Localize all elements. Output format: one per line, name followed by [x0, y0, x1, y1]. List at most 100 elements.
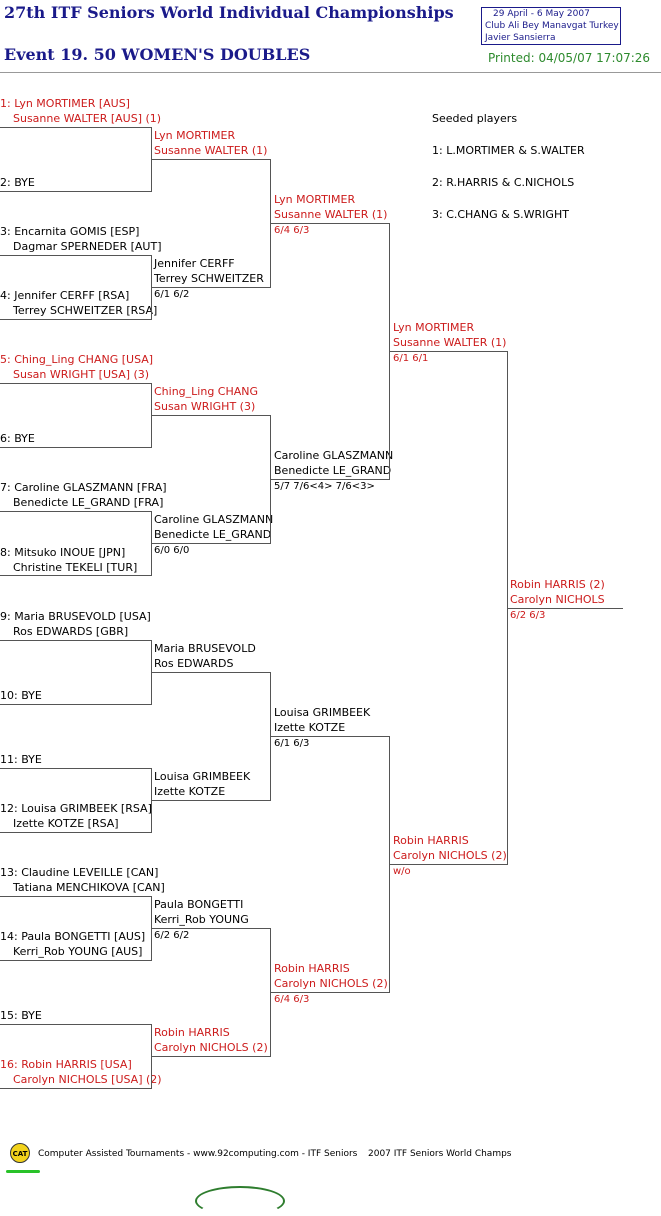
- round2-player: Maria BRUSEVOLD: [154, 642, 256, 655]
- tournament-title: 27th ITF Seniors World Individual Champi…: [4, 3, 454, 22]
- round3-score: 6/1 6/3: [274, 738, 310, 749]
- round2-player: Caroline GLASZMANN: [154, 513, 274, 526]
- bracket-line: [151, 640, 152, 705]
- bracket-line: [0, 447, 152, 448]
- bracket-line: [0, 960, 152, 961]
- round3-score: 6/4 6/3: [274, 225, 310, 236]
- round2-partner: Ros EDWARDS: [154, 657, 234, 670]
- semifinal-partner: Carolyn NICHOLS (2): [393, 849, 507, 862]
- semifinal-player: Lyn MORTIMER: [393, 321, 475, 334]
- draw-entry-player: 7: Caroline GLASZMANN [FRA]: [0, 481, 167, 494]
- winner-player: Robin HARRIS (2): [510, 578, 605, 591]
- draw-entry-partner: Benedicte LE_GRAND [FRA]: [13, 496, 164, 509]
- round3-player: Robin HARRIS: [274, 962, 350, 975]
- bracket-line: [152, 415, 271, 416]
- bracket-line: [151, 1024, 152, 1089]
- round3-player: Lyn MORTIMER: [274, 193, 356, 206]
- final-score: 6/2 6/3: [510, 610, 546, 621]
- semifinal-player: Robin HARRIS: [393, 834, 469, 847]
- draw-entry-player: 3: Encarnita GOMIS [ESP]: [0, 225, 140, 238]
- round2-player: Louisa GRIMBEEK: [154, 770, 251, 783]
- bracket-line: [271, 479, 390, 480]
- bracket-line: [0, 704, 152, 705]
- event-referee: Javier Sansierra: [485, 33, 556, 43]
- bracket-line: [0, 383, 152, 384]
- bracket-line: [152, 287, 271, 288]
- draw-entry-player: 16: Robin HARRIS [USA]: [0, 1058, 132, 1071]
- footer-event: 2007 ITF Seniors World Champs: [368, 1149, 512, 1159]
- draw-entry-player: 14: Paula BONGETTI [AUS]: [0, 930, 146, 943]
- draw-entry-player: 10: BYE: [0, 689, 42, 702]
- round2-score: 6/2 6/2: [154, 930, 190, 941]
- bracket-line: [390, 864, 508, 865]
- bracket-line: [0, 1088, 152, 1089]
- bracket-line: [270, 415, 271, 544]
- round2-player: Lyn MORTIMER: [154, 129, 236, 142]
- round2-partner: Susan WRIGHT (3): [154, 400, 256, 413]
- round3-score: 5/7 7/6<4> 7/6<3>: [274, 481, 375, 492]
- draw-entry-partner: Terrey SCHWEITZER [RSA]: [13, 304, 158, 317]
- bracket-line: [151, 127, 152, 192]
- winner-partner: Carolyn NICHOLS: [510, 593, 605, 606]
- draw-entry-partner: Christine TEKELI [TUR]: [13, 561, 138, 574]
- semifinal-partner: Susanne WALTER (1): [393, 336, 507, 349]
- seed-entry: 3: C.CHANG & S.WRIGHT: [432, 208, 569, 221]
- draw-entry-player: 1: Lyn MORTIMER [AUS]: [0, 97, 130, 110]
- round2-player: Paula BONGETTI: [154, 898, 244, 911]
- footer-credit: Computer Assisted Tournaments - www.92co…: [38, 1149, 358, 1159]
- draw-entry-partner: Izette KOTZE [RSA]: [13, 817, 119, 830]
- printed-timestamp: Printed: 04/05/07 17:07:26: [488, 51, 651, 65]
- draw-entry-partner: Dagmar SPERNEDER [AUT]: [13, 240, 162, 253]
- round2-partner: Kerri_Rob YOUNG: [154, 913, 249, 926]
- round3-player: Louisa GRIMBEEK: [274, 706, 371, 719]
- bracket-line: [0, 127, 152, 128]
- draw-entry-player: 13: Claudine LEVEILLE [CAN]: [0, 866, 159, 879]
- bracket-line: [151, 768, 152, 833]
- draw-entry-player: 15: BYE: [0, 1009, 42, 1022]
- round2-player: Ching_Ling CHANG: [154, 385, 259, 398]
- bracket-line: [0, 832, 152, 833]
- bracket-line: [0, 575, 152, 576]
- bracket-line: [151, 896, 152, 961]
- bracket-line: [152, 543, 271, 544]
- bracket-line: [270, 159, 271, 288]
- draw-entry-player: 5: Ching_Ling CHANG [USA]: [0, 353, 154, 366]
- bracket-line: [0, 319, 152, 320]
- bracket-line: [507, 351, 508, 865]
- bracket-line: [271, 736, 390, 737]
- bracket-line: [271, 992, 390, 993]
- draw-entry-partner: Ros EDWARDS [GBR]: [13, 625, 129, 638]
- bracket-line: [270, 928, 271, 1057]
- bracket-line: [151, 255, 152, 320]
- bracket-line: [0, 511, 152, 512]
- round2-partner: Izette KOTZE: [154, 785, 226, 798]
- bracket-line: [0, 191, 152, 192]
- round3-partner: Izette KOTZE: [274, 721, 346, 734]
- event-title: Event 19. 50 WOMEN'S DOUBLES: [4, 45, 311, 64]
- seed-entry: 2: R.HARRIS & C.NICHOLS: [432, 176, 575, 189]
- round3-partner: Susanne WALTER (1): [274, 208, 388, 221]
- draw-entry-player: 11: BYE: [0, 753, 42, 766]
- round2-player: Jennifer CERFF: [154, 257, 235, 270]
- round3-partner: Carolyn NICHOLS (2): [274, 977, 388, 990]
- bracket-line: [270, 672, 271, 801]
- event-dates: 29 April - 6 May 2007: [493, 9, 590, 19]
- bracket-line: [152, 800, 271, 801]
- draw-entry-player: 6: BYE: [0, 432, 35, 445]
- bracket-line: [151, 383, 152, 448]
- header-divider: [0, 72, 661, 73]
- round2-partner: Benedicte LE_GRAND: [154, 528, 272, 541]
- round2-score: 6/1 6/2: [154, 289, 190, 300]
- bracket-line: [0, 896, 152, 897]
- draw-entry-player: 8: Mitsuko INOUE [JPN]: [0, 546, 126, 559]
- round2-partner: Terrey SCHWEITZER: [154, 272, 264, 285]
- bracket-line: [389, 223, 390, 480]
- bracket-line: [152, 159, 271, 160]
- cat-logo: CAT: [10, 1143, 30, 1163]
- bracket-line: [508, 608, 623, 609]
- semifinal-score: 6/1 6/1: [393, 353, 429, 364]
- bracket-line: [271, 223, 390, 224]
- event-info-box: 29 April - 6 May 2007 Club Ali Bey Manav…: [481, 7, 621, 45]
- draw-entry-player: 2: BYE: [0, 176, 35, 189]
- draw-entry-partner: Susanne WALTER [AUS] (1): [13, 112, 162, 125]
